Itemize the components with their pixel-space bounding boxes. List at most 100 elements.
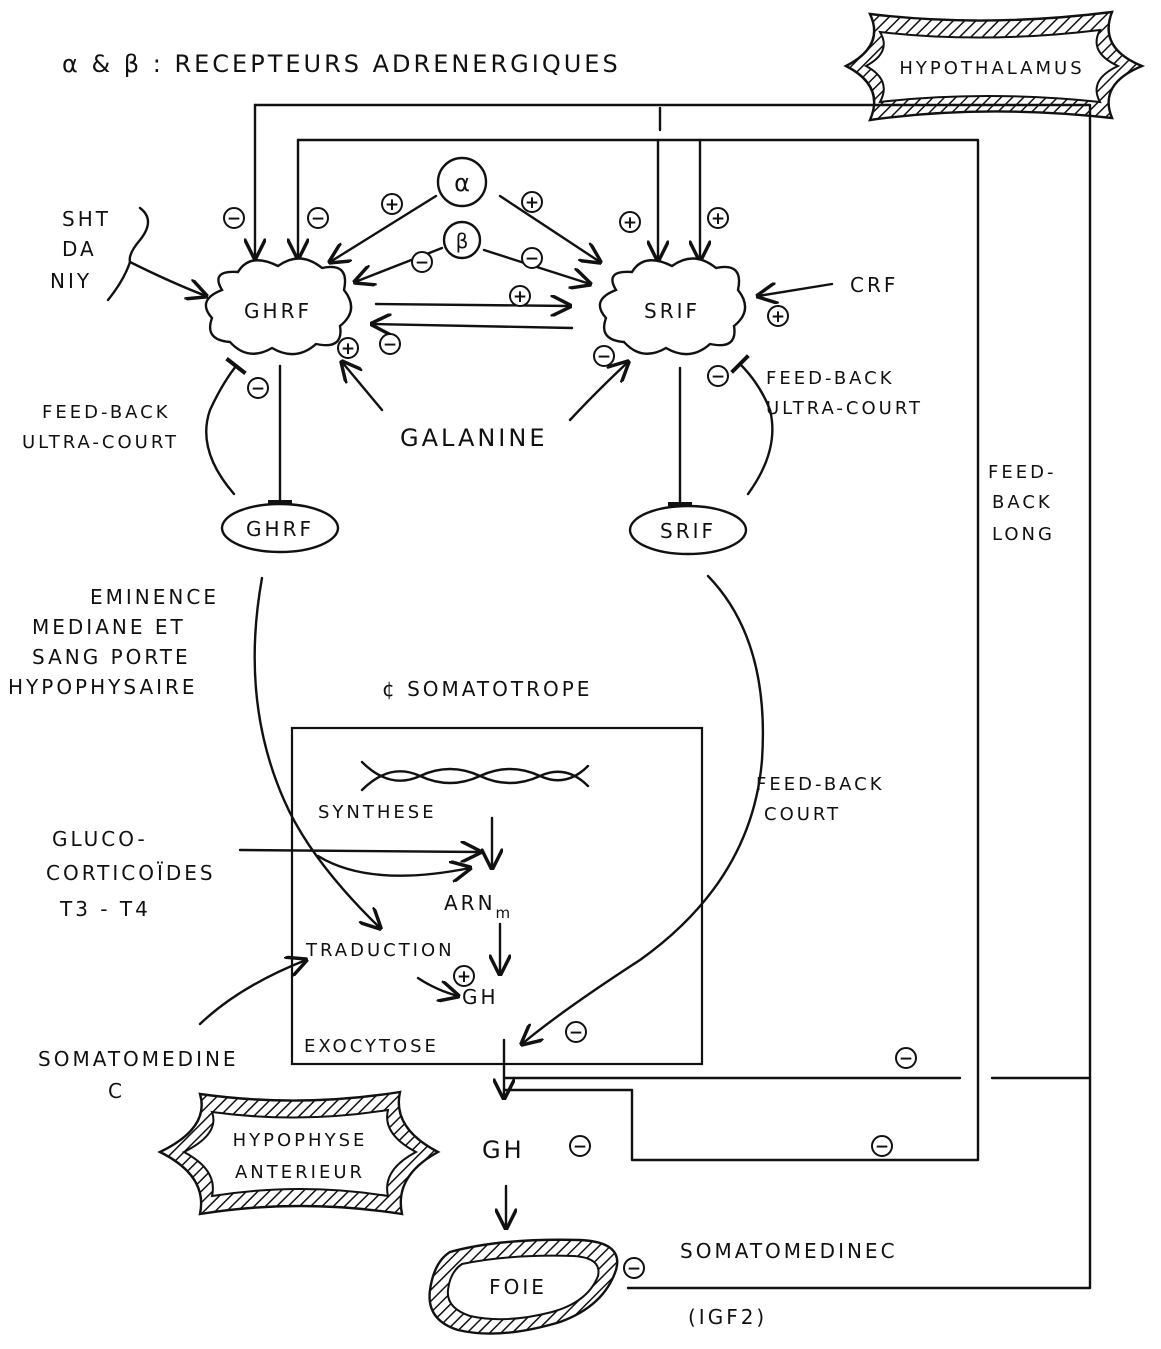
sign-minus: − [707,365,729,387]
svg-text:+: + [525,193,539,213]
sign-plus: + [767,305,789,327]
sign-minus: − [623,1257,645,1279]
arrow-galanine-ghrf [342,362,384,412]
gluco-line1: GLUCO- [52,827,148,851]
sht-label: SHT [62,207,111,231]
gluco-line2: CORTICOÏDES [46,861,216,885]
svg-text:+: + [711,209,725,229]
foie-organ: FOIE [428,1238,619,1335]
exocytose-label: EXOCYTOSE [304,1036,439,1057]
adrenergic-legend: α & β : RECEPTEURS ADRENERGIQUES [62,50,621,78]
sign-minus: − [569,1135,591,1157]
fb-ultra-right-line1: FEED-BACK [766,368,895,389]
fb-ultra-left-line1: FEED-BACK [42,402,171,423]
eminence-line2: MEDIANE ET [32,615,186,639]
arrow-brace-ghrf [128,260,206,296]
sign-minus: − [565,1021,587,1043]
svg-text:−: − [525,249,539,269]
sign-minus: − [593,345,615,367]
eminence-line1: EMINENCE [90,585,219,609]
srif-secreted: SRIF [628,504,748,556]
arrow-ghrf-srif [374,304,570,306]
svg-text:β: β [456,229,469,253]
arnm-label: ARNm [444,891,513,922]
ghrf-secreted: GHRF [220,502,340,554]
neurotransmitter-brace [106,206,150,302]
svg-text:+: + [771,307,785,327]
svg-text:−: − [569,1023,583,1043]
niy-label: NIY [50,269,92,293]
galanine-label: GALANINE [400,424,548,452]
svg-text:−: − [251,379,265,399]
gh-cell-label: GH [462,985,499,1009]
sign-minus: − [223,207,245,229]
somatotrope-cell [290,726,704,1066]
sign-minus: − [871,1135,893,1157]
arrow-crf-srif [758,284,834,296]
svg-text:−: − [711,367,725,387]
arrow-srif-exocytose [522,574,765,1044]
svg-text:−: − [383,335,397,355]
svg-text:−: − [227,209,241,229]
somatomedine-line2: C [108,1079,125,1103]
fb-ultra-left-line2: ULTRA-COURT [22,432,179,453]
sign-plus: + [521,191,543,213]
ultra-short-feedback-left [205,357,247,496]
svg-text:SRIF: SRIF [660,519,716,543]
svg-text:−: − [627,1259,641,1279]
fb-court-line1: FEED-BACK [756,774,885,795]
srif-neuron: SRIF [598,257,747,356]
svg-text:−: − [311,209,325,229]
fb-long-line1: FEED- [988,462,1056,483]
gh-output-label: GH [482,1136,525,1164]
eminence-line3: SANG PORTE [32,645,191,669]
somatomedinec-label: SOMATOMEDINEC [680,1239,898,1263]
ultra-short-feedback-right [730,354,774,496]
igf2-label: (IGF2) [688,1305,767,1329]
sign-minus: − [521,247,543,269]
fb-court-line2: COURT [764,804,841,825]
eminence-line4: HYPOPHYSAIRE [8,675,198,699]
da-label: DA [62,237,97,261]
sign-minus: − [411,251,433,273]
sign-plus: + [381,193,403,215]
svg-text:GHRF: GHRF [246,517,314,541]
sign-plus: + [619,211,641,233]
sign-minus: − [247,377,269,399]
svg-text:+: + [385,195,399,215]
arrow-alpha-srif [498,194,600,262]
sign-minus: − [895,1047,917,1069]
beta-receptor: β [442,220,482,260]
arrow-traduction-gh [416,976,458,996]
svg-text:−: − [899,1049,913,1069]
arrow-somatomedine-traduction [198,960,306,1026]
dna-helix-icon [360,760,590,792]
sign-minus: − [379,333,401,355]
sign-plus: + [337,337,359,359]
svg-text:+: + [513,287,527,307]
sign-plus: + [509,285,531,307]
svg-text:ANTERIEUR: ANTERIEUR [235,1162,365,1183]
svg-text:GHRF: GHRF [244,299,312,323]
gluco-line3: T3 - T4 [59,897,151,921]
somatomedine-line1: SOMATOMEDINE [38,1047,239,1071]
svg-text:SRIF: SRIF [644,299,700,323]
sign-markers: − − + + − − + + + − + + − − − + − − − − … [223,191,917,1279]
svg-text:−: − [597,347,611,367]
arrow-galanine-srif [568,362,628,422]
crf-label: CRF [850,273,898,297]
ghrf-neuron: GHRF [204,257,353,356]
svg-text:HYPOPHYSE: HYPOPHYSE [233,1130,368,1151]
hypothalamus-label: HYPOTHALAMUS [899,58,1084,79]
svg-text:−: − [875,1137,889,1157]
synthese-label: SYNTHESE [318,802,437,823]
sign-plus: + [453,965,475,987]
svg-text:+: + [341,339,355,359]
feedback-frame-lines [253,103,1092,1290]
arrow-ghrf-arnm [316,854,470,876]
arrow-alpha-ghrf [330,194,438,262]
fb-long-line3: LONG [992,524,1055,545]
svg-text:−: − [415,253,429,273]
svg-text:FOIE: FOIE [489,1275,547,1299]
